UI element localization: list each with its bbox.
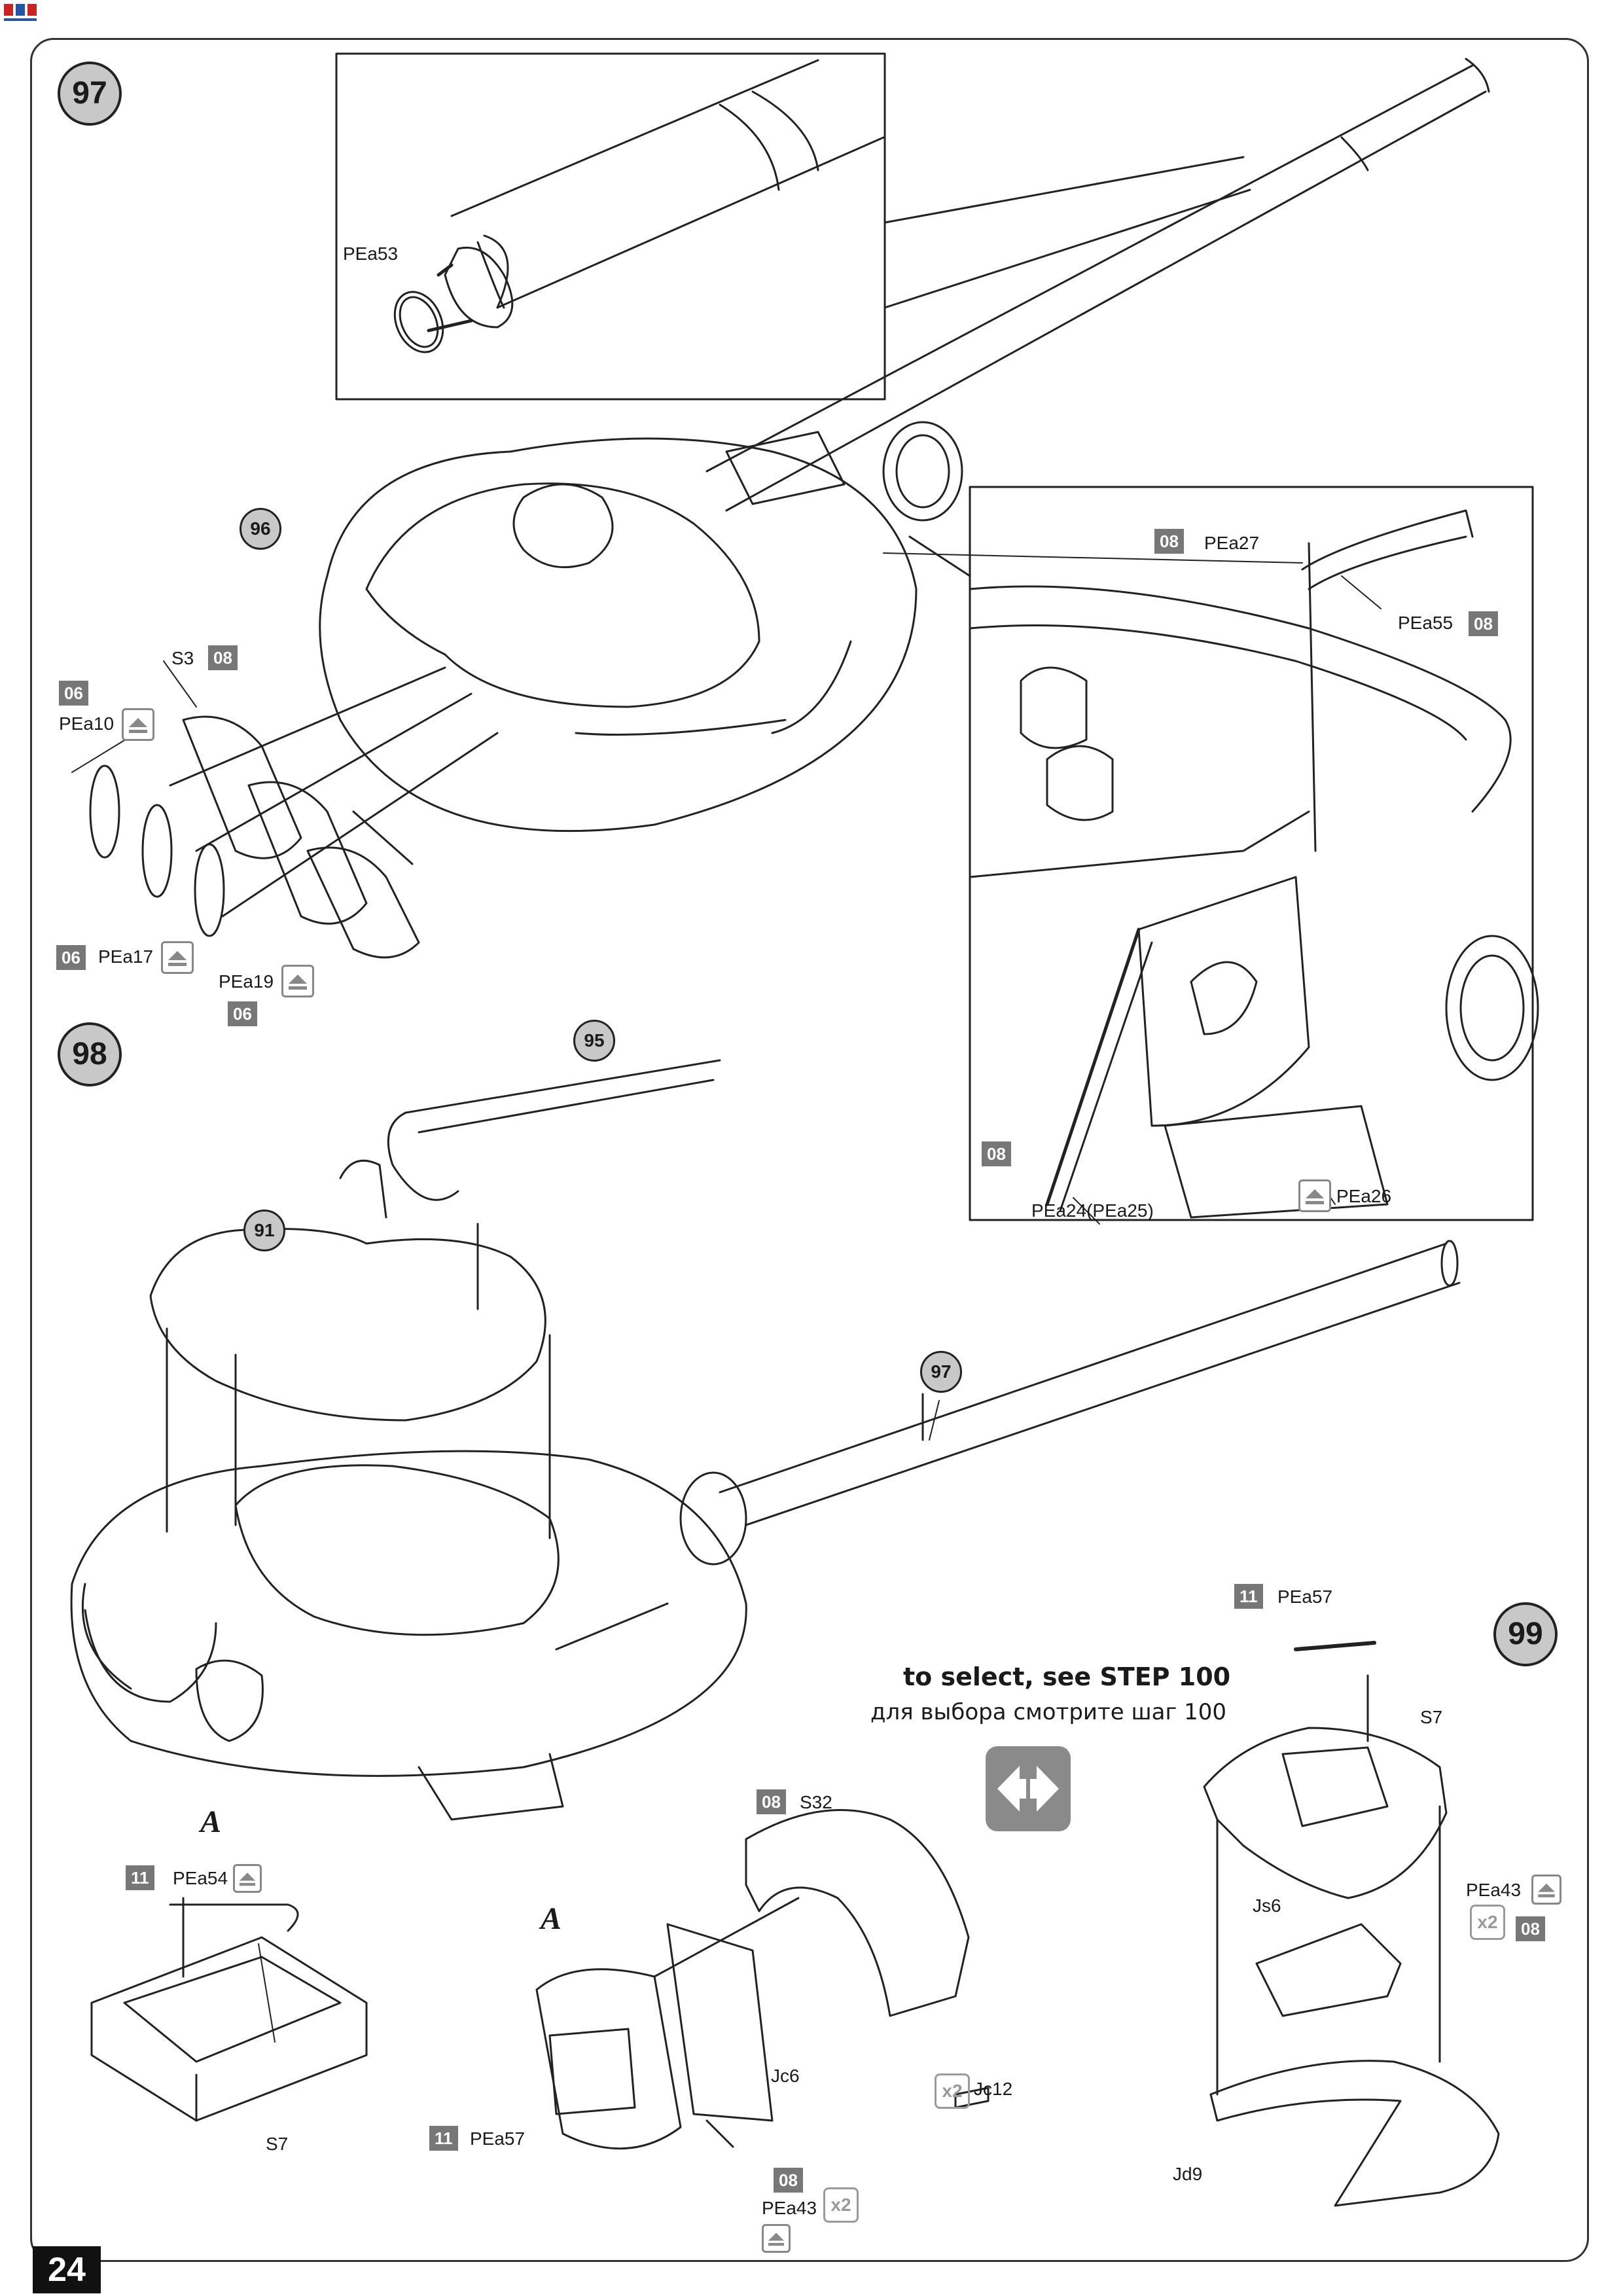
ref-step-95: 95 [573,1020,615,1062]
step-98-number: 98 [58,1022,122,1086]
part-label-pea10: PEa10 [59,713,115,734]
sprue-badge: 08 [1469,611,1498,636]
photo-etch-icon [122,708,154,741]
subassembly-marker-a: A [541,1901,562,1936]
muzzle-detail-barrel [393,59,885,353]
page-number: 24 [33,2246,101,2293]
photo-etch-icon [281,965,314,997]
sprue-badge: 11 [126,1865,154,1890]
part-label-pea55: PEa55 [1398,613,1454,633]
sprue-badge: 06 [228,1001,257,1026]
multiplier-x2: x2 [1470,1905,1505,1940]
publisher-logo [3,1,48,26]
part-label-s32: S32 [800,1792,832,1812]
part-label-pea26: PEa26 [1336,1186,1392,1206]
part-label-pea43: PEa43 [762,2198,817,2218]
part-label-pea43: PEa43 [1466,1880,1522,1900]
part-label-s3: S3 [171,648,194,668]
turret-97 [319,58,1490,833]
part-label-jc6: Jc6 [771,2066,800,2086]
ref-step-96: 96 [240,508,281,550]
ref-step-91: 91 [243,1210,285,1251]
select-arrows-icon [986,1746,1071,1831]
side-plate-detail [969,509,1539,1219]
step-97-number: 97 [58,62,122,126]
sprue-badge: 06 [56,945,86,970]
sprue-badge: 08 [982,1141,1011,1166]
sprue-badge: 08 [1154,529,1184,554]
sprue-badge: 11 [1234,1584,1263,1609]
sprue-badge: 08 [1516,1916,1545,1941]
turret-98 [70,1059,1461,1821]
step-99-number: 99 [1493,1602,1558,1666]
page-frame [30,38,1589,2262]
part-label-jd9: Jd9 [1173,2164,1203,2184]
photo-etch-icon [233,1864,262,1893]
stowage-baskets-97 [89,666,499,959]
photo-etch-icon [161,941,194,974]
part-label-js6: Js6 [1253,1895,1281,1916]
part-label-pea27: PEa27 [1204,533,1260,553]
part-label-s7: S7 [266,2134,289,2154]
multiplier-x2: x2 [823,2187,859,2223]
part-label-jc12: Jc12 [974,2079,1013,2099]
part-label-pea53: PEa53 [343,243,399,264]
sprue-badge: 08 [208,645,238,670]
hatch-step-99 [1203,1641,1500,2207]
photo-etch-icon [762,2224,791,2253]
side-plate-detail-inset [969,486,1534,1221]
part-label-pea24: PEa24(PEa25) [1031,1200,1154,1221]
part-label-pea19: PEa19 [219,971,274,992]
subassembly-marker-a: A [200,1804,222,1839]
photo-etch-icon [1531,1874,1561,1905]
select-instruction-en: to select, see STEP 100 [903,1662,1231,1691]
sprue-badge: 08 [757,1789,786,1814]
muzzle-detail-inset [335,52,886,401]
select-instruction-ru: для выбора смотрите шаг 100 [870,1699,1227,1725]
tray-s7-left [90,1897,368,2122]
sprue-badge: 08 [774,2168,803,2193]
part-label-pea54: PEa54 [173,1868,228,1888]
part-label-s7: S7 [1420,1707,1443,1727]
multiplier-x2: x2 [935,2073,970,2109]
part-label-pea17: PEa17 [98,946,154,967]
sprue-badge: 11 [429,2126,458,2151]
photo-etch-icon [1298,1179,1331,1212]
part-label-pea57: PEa57 [1277,1587,1333,1607]
ref-step-97: 97 [920,1351,962,1393]
hood-s32 [535,1808,990,2150]
leader-lines [71,552,1382,2043]
sprue-badge: 06 [59,681,88,706]
part-label-pea57: PEa57 [470,2128,526,2149]
